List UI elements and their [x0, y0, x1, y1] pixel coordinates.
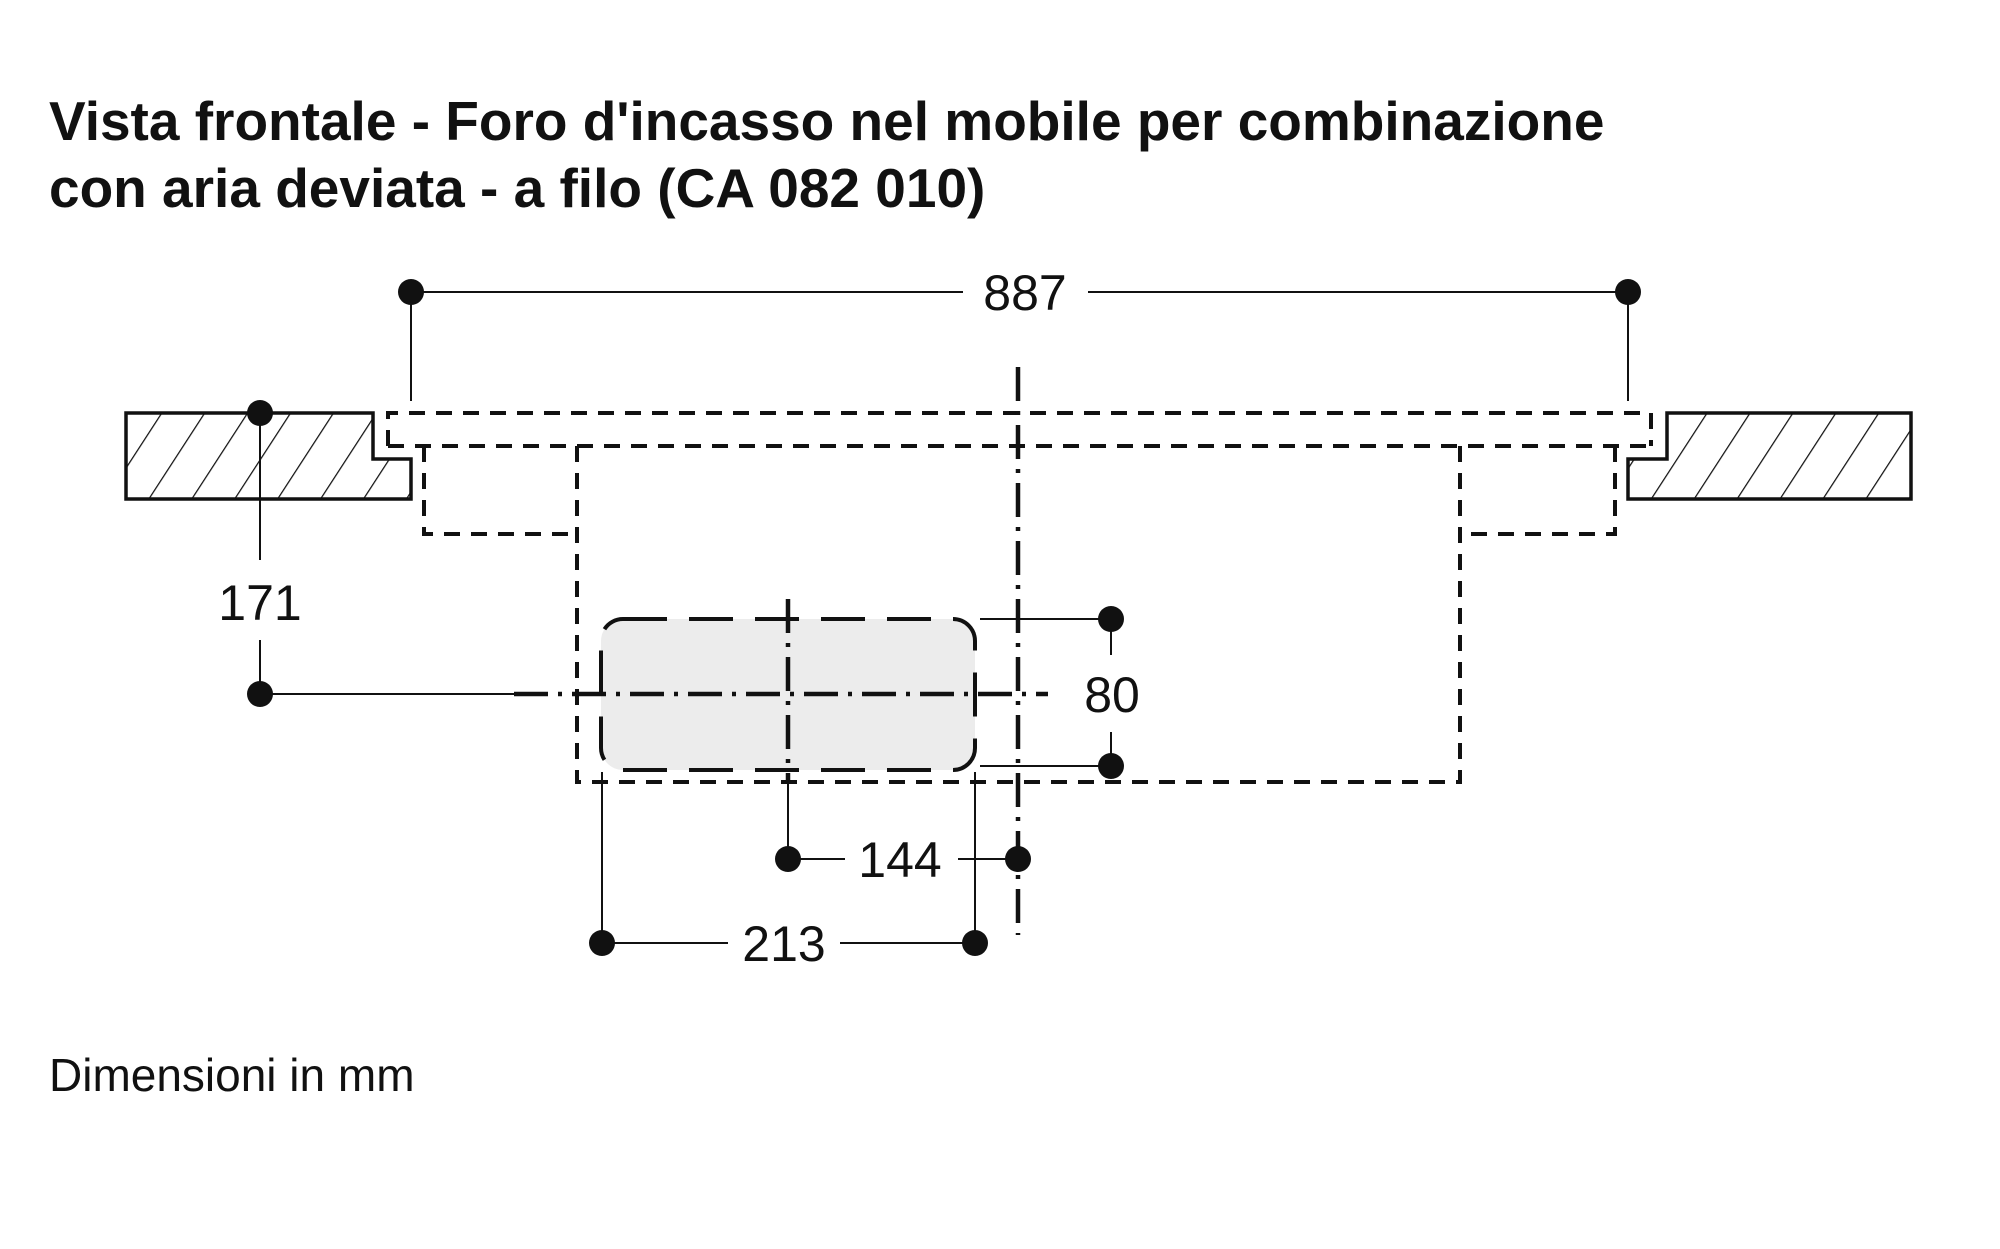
left-box-outline	[422, 446, 577, 536]
dim-887-left-dot	[398, 279, 424, 305]
dim-144-label: 144	[858, 832, 941, 888]
dim-887-right-dot	[1615, 279, 1641, 305]
right-countertop-section	[1626, 411, 1913, 501]
title-line-1: Vista frontale - Foro d'incasso nel mobi…	[49, 90, 1605, 152]
dim-213-left-dot	[589, 930, 615, 956]
diagram-title: Vista frontale - Foro d'incasso nel mobi…	[49, 88, 1604, 222]
right-box-outline	[1460, 446, 1617, 536]
dim-144-right-dot	[1005, 846, 1031, 872]
left-countertop-section	[124, 411, 413, 501]
dim-171-label: 171	[218, 575, 301, 631]
title-line-2: con aria deviata - a filo (CA 082 010)	[49, 157, 986, 219]
dim-213-right-dot	[962, 930, 988, 956]
dim-171-bottom-dot	[247, 681, 273, 707]
dim-887-label: 887	[983, 265, 1066, 321]
dim-80-top-dot	[1098, 606, 1124, 632]
dim-80-bottom-dot	[1098, 753, 1124, 779]
dim-171-top-dot	[247, 400, 273, 426]
dim-213-label: 213	[742, 916, 825, 972]
units-note: Dimensioni in mm	[49, 1049, 415, 1101]
dim-80-label: 80	[1084, 667, 1140, 723]
dim-144-left-dot	[775, 846, 801, 872]
unit-body-outline	[575, 446, 1462, 784]
